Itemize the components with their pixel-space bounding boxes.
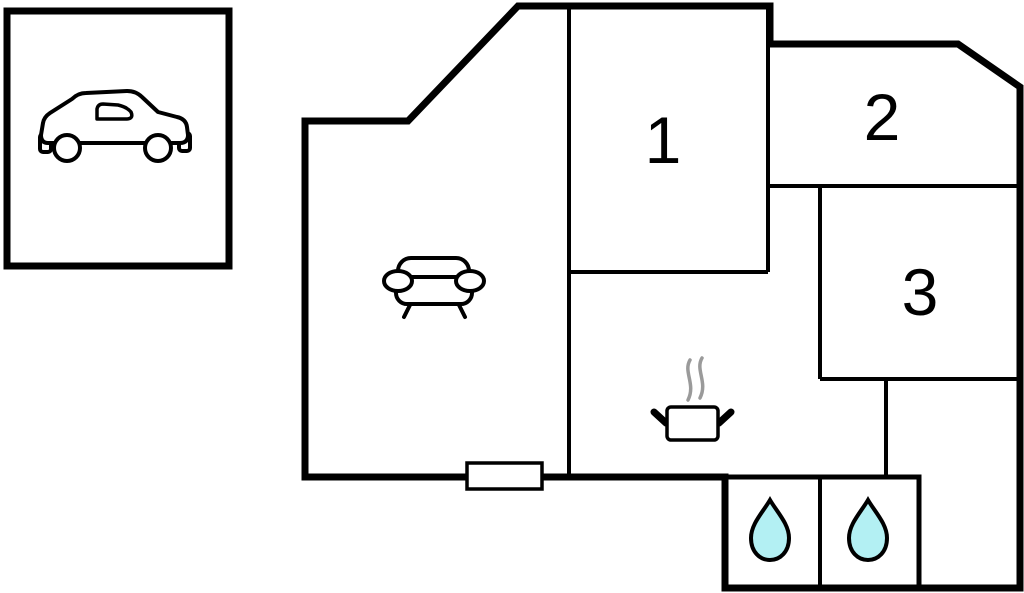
water-drop-icon <box>748 496 792 563</box>
interior-walls <box>567 6 1020 477</box>
car-window <box>95 102 134 121</box>
room-3-label: 3 <box>902 255 939 329</box>
exterior-walls <box>301 2 1024 592</box>
sofa-icon <box>382 256 486 319</box>
car-icon <box>38 89 192 163</box>
dwelling: 1 2 3 <box>301 2 1024 592</box>
room-2-label: 2 <box>864 80 901 154</box>
water-drop-icon <box>846 496 890 563</box>
steam-line <box>686 358 693 402</box>
bathroom <box>722 474 922 591</box>
pot-body <box>665 405 720 442</box>
sofa-left-armrest <box>382 269 414 293</box>
car-rear-wheel <box>52 133 82 163</box>
carport-outline <box>3 7 233 270</box>
sofa-right-armrest <box>454 269 486 293</box>
carport <box>3 7 233 270</box>
stove-icon <box>650 356 735 442</box>
window-marker <box>465 461 544 491</box>
car-front-wheel <box>143 133 173 163</box>
pot-right-handle <box>715 408 735 427</box>
pot-left-handle <box>650 408 670 427</box>
room-1-label: 1 <box>645 103 682 177</box>
steam-line <box>698 356 705 400</box>
